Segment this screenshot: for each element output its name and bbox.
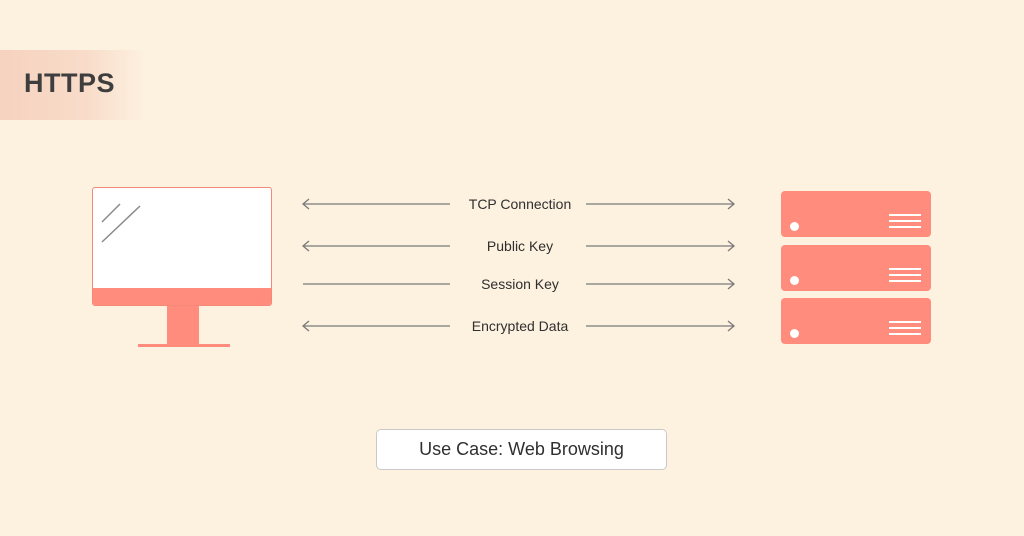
server-led <box>790 329 799 338</box>
use-case-box: Use Case: Web Browsing <box>376 429 667 470</box>
connection-label: Encrypted Data <box>471 318 569 334</box>
monitor-stand <box>167 306 199 346</box>
connection-session-key: Session Key <box>300 274 740 294</box>
monitor-base <box>138 344 230 347</box>
server-unit <box>781 191 931 237</box>
connection-tcp: TCP Connection <box>300 194 740 214</box>
server-vent <box>889 220 921 222</box>
server-unit <box>781 298 931 344</box>
title-band <box>0 50 145 120</box>
server-vent <box>889 226 921 228</box>
screen-glare-icon <box>101 203 141 243</box>
server-led <box>790 222 799 231</box>
connection-label: TCP Connection <box>468 196 572 212</box>
page-title: HTTPS <box>24 68 116 98</box>
connection-label: Session Key <box>481 276 559 292</box>
server-vent <box>889 214 921 216</box>
server-vent <box>889 274 921 276</box>
server-unit <box>781 245 931 291</box>
server-led <box>790 276 799 285</box>
double-arrow-icon <box>301 240 736 252</box>
server-vent <box>889 333 921 335</box>
double-arrow-icon <box>301 198 736 210</box>
server-vent <box>889 321 921 323</box>
connection-label: Public Key <box>486 238 554 254</box>
connection-public-key: Public Key <box>300 236 740 256</box>
monitor-chin <box>93 288 271 305</box>
double-arrow-icon <box>301 320 736 332</box>
monitor-screen <box>92 187 272 306</box>
server-vent <box>889 268 921 270</box>
connection-encrypted-data: Encrypted Data <box>300 316 740 336</box>
server-vent <box>889 280 921 282</box>
right-arrow-icon <box>303 278 736 290</box>
server-vent <box>889 327 921 329</box>
